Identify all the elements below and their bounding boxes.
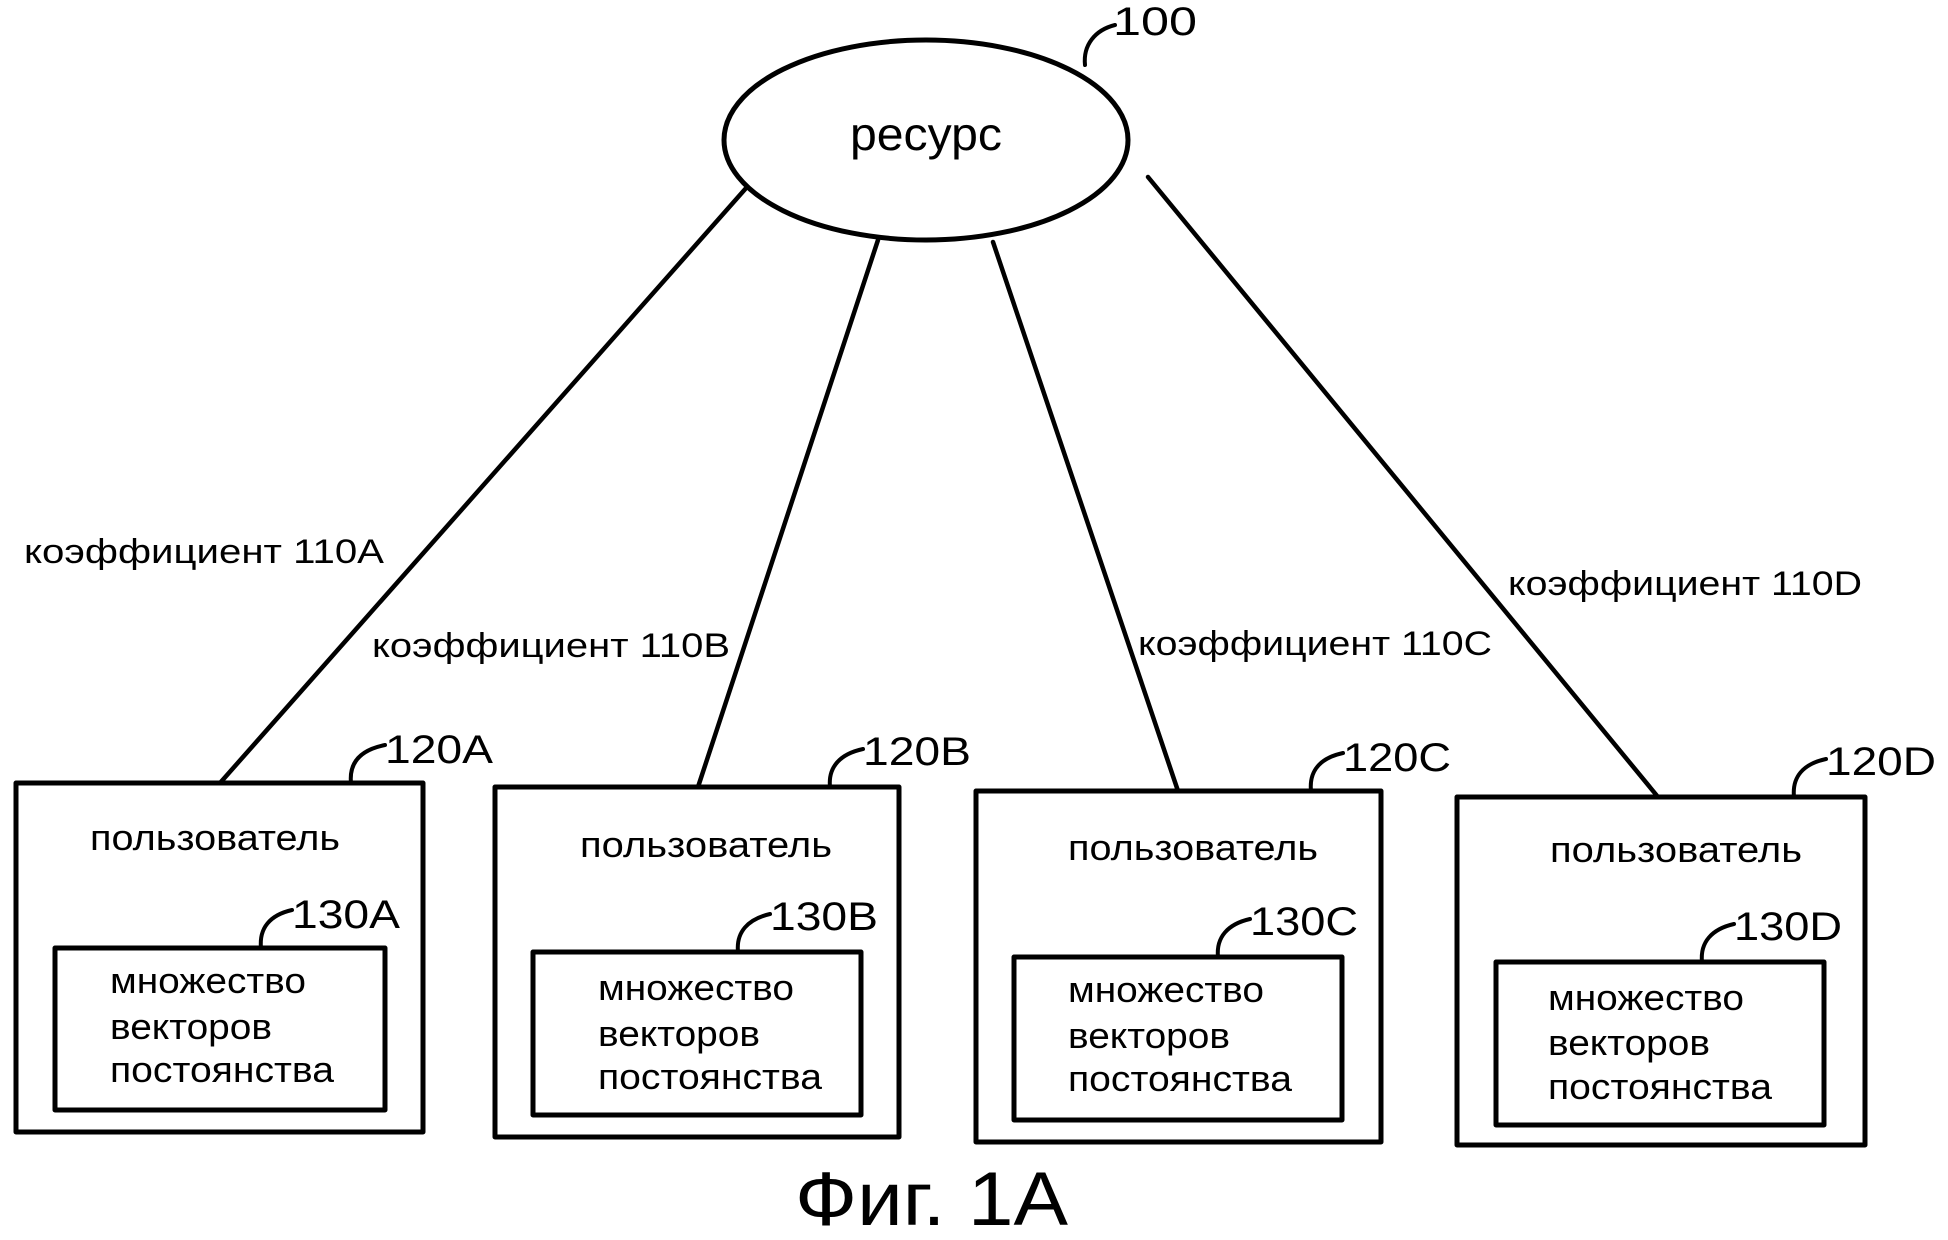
user-label-d: пользователь	[1550, 829, 1802, 870]
set-line-3-b: постоянства	[598, 1056, 823, 1097]
edge-c	[990, 239, 1181, 794]
user-label-b: пользователь	[580, 824, 832, 865]
resource-label: ресурс	[850, 108, 1002, 160]
set-line-2-a: векторов	[110, 1006, 272, 1047]
set-ref-c: 130C	[1250, 900, 1358, 944]
resource-ref-leader	[1082, 23, 1117, 67]
edge-b	[695, 237, 881, 790]
user-ref-leader-c	[1308, 751, 1345, 793]
user-node-a: 120A пользователь 130A множество векторо…	[13, 728, 493, 1135]
resource-ref: 100	[1113, 0, 1197, 44]
set-ref-d: 130D	[1734, 905, 1842, 949]
set-ref-b: 130B	[770, 895, 878, 939]
set-line-2-b: векторов	[598, 1013, 760, 1054]
constancy-set-box-d	[1493, 959, 1827, 1128]
user-node-b: 120B пользователь 130B множество векторо…	[492, 730, 971, 1140]
constancy-set-box-c	[1011, 954, 1345, 1123]
user-node-d: 120D пользователь 130D множество векторо…	[1454, 740, 1936, 1148]
user-node-c: 120C пользователь 130C множество векторо…	[973, 736, 1451, 1145]
set-line-1-b: множество	[598, 967, 794, 1008]
edge-label-b: коэффициент 110B	[372, 627, 730, 665]
user-ref-c: 120C	[1343, 736, 1451, 780]
constancy-set-box-b	[530, 949, 864, 1118]
set-line-2-c: векторов	[1068, 1015, 1230, 1056]
user-ref-d: 120D	[1826, 740, 1936, 784]
set-ref-leader-d	[1699, 922, 1736, 964]
user-label-c: пользователь	[1068, 827, 1318, 868]
set-line-3-d: постоянства	[1548, 1066, 1773, 1107]
set-ref-a: 130A	[292, 893, 400, 937]
set-line-2-d: векторов	[1548, 1022, 1710, 1063]
set-line-3-a: постоянства	[110, 1049, 335, 1090]
user-ref-leader-a	[348, 743, 387, 785]
edge-a	[217, 184, 750, 786]
set-line-1-a: множество	[110, 960, 306, 1001]
user-ref-a: 120A	[385, 728, 493, 772]
edge-label-c: коэффициент 110C	[1138, 625, 1492, 663]
set-line-3-c: постоянства	[1068, 1058, 1293, 1099]
resource-ellipse	[721, 37, 1131, 243]
user-ref-b: 120B	[863, 730, 971, 774]
constancy-set-box-a	[52, 945, 388, 1113]
user-ref-leader-b	[827, 747, 865, 789]
user-ref-leader-d	[1791, 757, 1828, 799]
resource-node: ресурс 100	[721, 0, 1197, 243]
set-line-1-c: множество	[1068, 969, 1264, 1010]
set-line-1-d: множество	[1548, 977, 1744, 1018]
figure-caption: Фиг. 1A	[795, 1157, 1068, 1240]
set-ref-leader-b	[735, 912, 772, 954]
set-ref-leader-a	[258, 908, 294, 950]
user-label-a: пользователь	[90, 817, 340, 858]
edge-label-a: коэффициент 110A	[24, 533, 384, 571]
edge-d	[1145, 174, 1661, 800]
edge-label-d: коэффициент 110D	[1508, 565, 1862, 603]
set-ref-leader-c	[1215, 917, 1252, 959]
